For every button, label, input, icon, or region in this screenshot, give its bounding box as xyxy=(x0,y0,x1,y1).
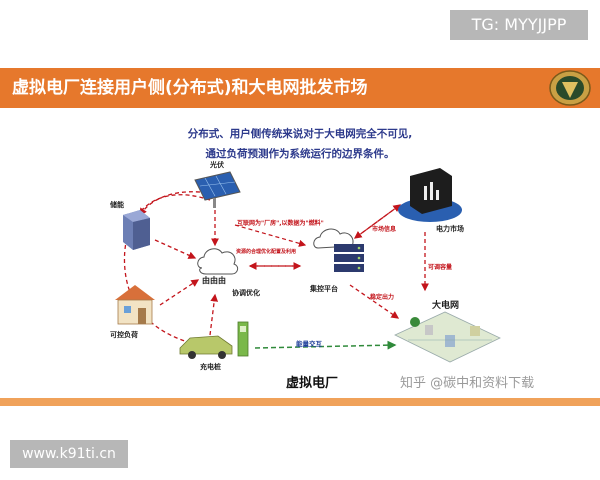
title-banner: 虚拟电厂连接用户侧(分布式)和大电网批发市场 xyxy=(0,68,600,108)
market-info-edge-label: 市场信息 xyxy=(372,226,397,233)
platform-label: 集控平台 xyxy=(310,285,338,293)
cloud-icon xyxy=(197,248,239,275)
cloud-label: 由由由 xyxy=(202,276,226,285)
arrow-load-cloud xyxy=(159,279,200,306)
solar-panel-icon xyxy=(194,171,241,208)
storage-label: 储能 xyxy=(110,201,124,209)
subtitle-line-2: 通过负荷预测作为系统运行的边界条件。 xyxy=(205,148,395,160)
outer-cycle-arc xyxy=(123,194,232,354)
house-icon xyxy=(115,285,155,325)
arrow-energy xyxy=(254,340,397,350)
bottom-bar xyxy=(0,398,600,406)
platform-server-icon xyxy=(313,228,364,272)
arrow-market-platform xyxy=(353,204,401,239)
watermark-site: www.k91ti.cn xyxy=(10,440,128,468)
load-label: 可控负荷 xyxy=(110,331,138,339)
energy-edge-label: 能量交互 xyxy=(296,340,322,348)
solar-label: 光伏 xyxy=(210,161,224,169)
arrow-charger-cloud xyxy=(209,293,219,336)
solar-storage-arc xyxy=(139,191,201,217)
university-logo-icon xyxy=(549,70,591,106)
market-label: 电力市场 xyxy=(436,225,464,233)
arrow-platform-grid xyxy=(349,284,400,319)
power-market-icon xyxy=(398,168,462,222)
subtitle-line-1: 分布式、用户侧传统来说对于大电网完全不可见, xyxy=(187,128,413,140)
zhihu-watermark: 知乎 @碳中和资料下载 xyxy=(400,376,535,391)
internet-edge-label: 互联网为"厂房",以数据为"燃料" xyxy=(237,220,324,227)
stable-edge-label: 稳定出力 xyxy=(370,294,395,301)
vpp-title: 虚拟电厂 xyxy=(286,376,339,391)
arrow-storage-cloud xyxy=(154,239,197,259)
ev-car-icon xyxy=(179,335,233,359)
vpp-diagram xyxy=(115,168,501,363)
coord-label: 协调优化 xyxy=(232,289,260,297)
arrow-internet xyxy=(234,224,307,247)
dispatch-edge-label: 可调容量 xyxy=(428,264,453,271)
storage-battery-icon xyxy=(123,210,150,250)
charger-label: 充电桩 xyxy=(200,363,221,371)
power-grid-icon xyxy=(394,311,501,363)
watermark-tg: TG: MYYJJPP xyxy=(450,10,588,40)
charging-pile-icon xyxy=(237,321,249,357)
banner-title: 虚拟电厂连接用户侧(分布式)和大电网批发市场 xyxy=(12,78,368,98)
grid-label: 大电网 xyxy=(432,301,460,311)
optimize-edge-label: 资源的合理优化配置及利用 xyxy=(236,249,297,255)
